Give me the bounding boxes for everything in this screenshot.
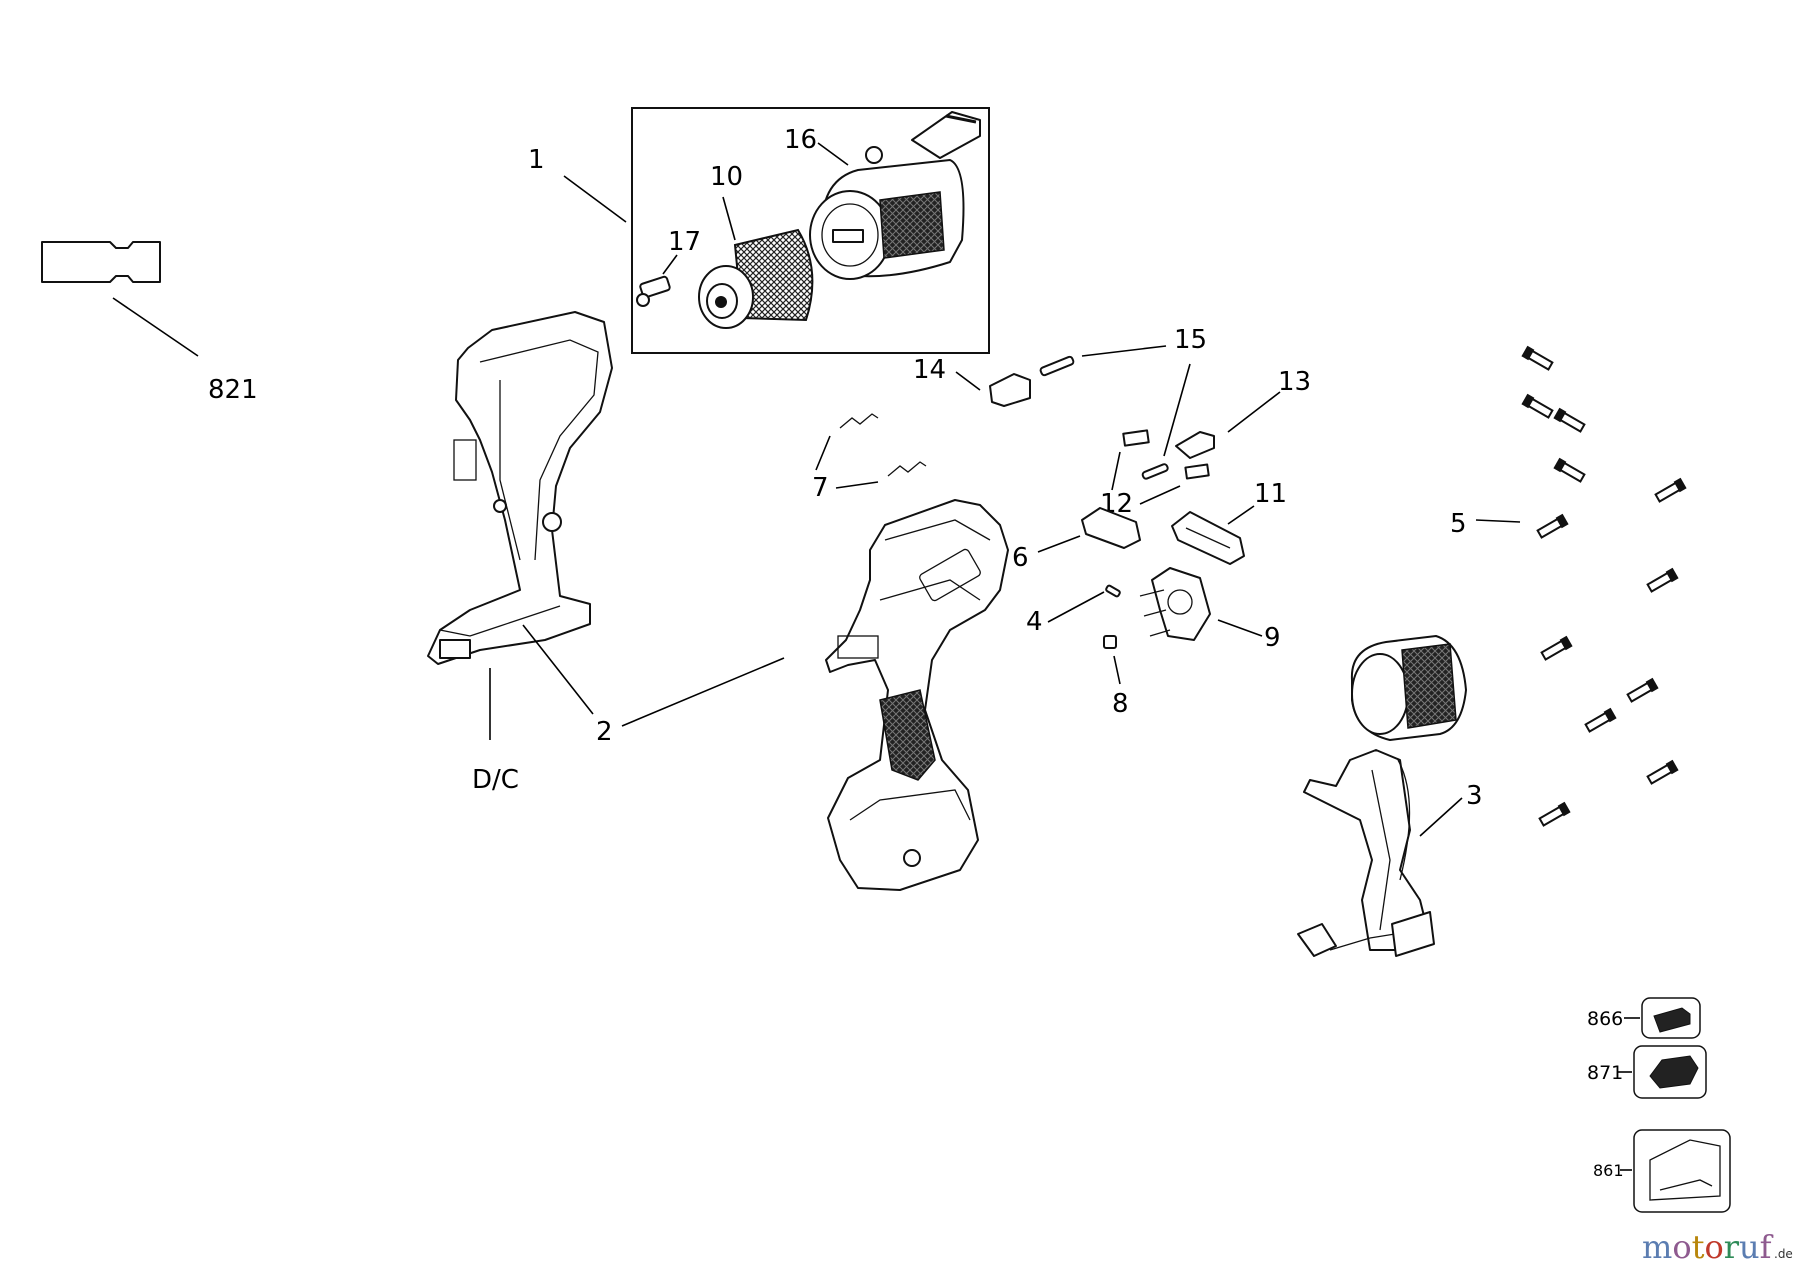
part-13-switch-clip: 13 xyxy=(1175,367,1311,459)
accessory-861-case: 861 xyxy=(1593,1129,1731,1213)
watermark-suffix: .de xyxy=(1774,1247,1793,1261)
part-5-screws: 5 xyxy=(1450,345,1687,827)
accessory-866-label: 866 xyxy=(1587,1008,1623,1030)
callout-13: 13 xyxy=(1278,367,1311,397)
callout-3: 3 xyxy=(1466,781,1483,811)
part-2-left-housing: 2 D/C xyxy=(427,311,785,795)
part-6-slide: 6 xyxy=(1012,507,1141,573)
part-15-pins: 15 xyxy=(1039,325,1207,480)
callout-4: 4 xyxy=(1026,607,1043,637)
accessory-871-label: 871 xyxy=(1587,1062,1623,1084)
accessory-871-charger: 871 xyxy=(1587,1045,1707,1099)
part-12-pads: 12 xyxy=(1100,429,1210,519)
callout-16: 16 xyxy=(784,125,817,155)
part-17-chuck-screw: 17 xyxy=(636,227,701,307)
leader-821 xyxy=(112,297,199,357)
part-11-cover-plate: 11 xyxy=(1171,479,1287,565)
part-10-keyless-chuck: 10 xyxy=(698,162,814,329)
watermark-name: motoruf xyxy=(1642,1228,1774,1266)
callout-7: 7 xyxy=(812,473,829,503)
accessory-861-label: 861 xyxy=(1593,1161,1624,1180)
callout-11: 11 xyxy=(1254,479,1287,509)
callout-10: 10 xyxy=(710,162,743,192)
part-3-motor-switch: 3 xyxy=(1297,635,1483,957)
part-8-spring: 8 xyxy=(1103,635,1129,719)
callout-5: 5 xyxy=(1450,509,1467,539)
part-7-springs: 7 xyxy=(812,413,927,503)
leader-1 xyxy=(563,175,627,223)
leader-2b xyxy=(522,624,594,715)
leader-2a xyxy=(621,657,785,727)
callout-8: 8 xyxy=(1112,689,1129,719)
callout-1: 1 xyxy=(528,145,545,175)
accessory-866-battery: 866 xyxy=(1587,997,1701,1039)
callout-821: 821 xyxy=(208,375,258,405)
callout-17: 17 xyxy=(668,227,701,257)
part-9-brush-holder: 9 xyxy=(1139,567,1281,653)
part-4-pin: 4 xyxy=(1026,584,1121,637)
assembly-box xyxy=(631,107,990,354)
callout-9: 9 xyxy=(1264,623,1281,653)
callout-2: 2 xyxy=(596,717,613,747)
callout-14: 14 xyxy=(913,355,946,385)
callout-15: 15 xyxy=(1174,325,1207,355)
part-1-gearbox-assembly: 1 17 10 16 xyxy=(528,107,990,354)
part-821: 821 xyxy=(41,241,258,405)
right-housing-half xyxy=(825,499,1009,891)
callout-dc: D/C xyxy=(472,765,519,795)
motoruf-watermark: motoruf .de xyxy=(1642,1228,1793,1266)
callout-6: 6 xyxy=(1012,543,1029,573)
part-16-transmission: 16 xyxy=(784,111,981,280)
part-14-clip: 14 xyxy=(913,355,1031,407)
